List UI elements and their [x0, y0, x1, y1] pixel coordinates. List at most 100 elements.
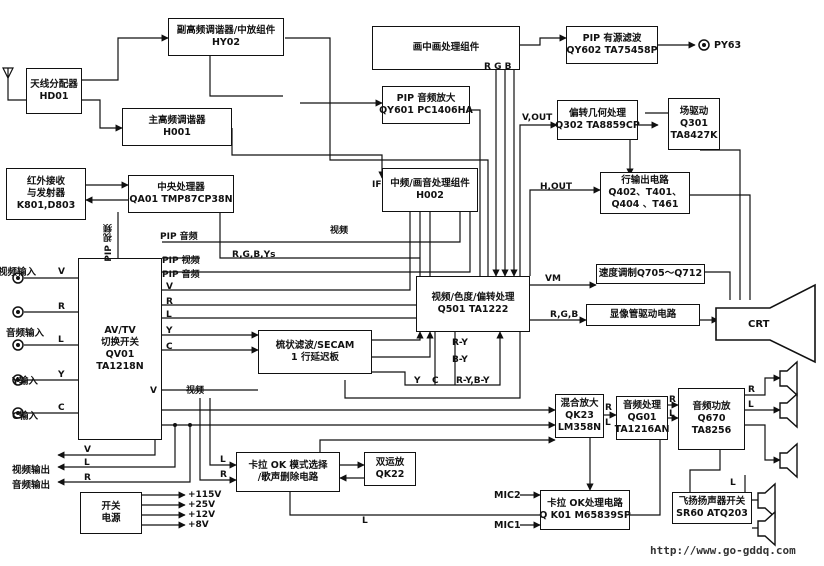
io-c-in: C输入	[12, 411, 38, 422]
power-rail-8v: +8V	[188, 520, 209, 530]
block-code: HD01	[39, 91, 69, 102]
block-field-drive: 场驱动 Q301 TA8427K	[668, 98, 720, 150]
watermark-url: http://www.go-gddq.com	[650, 544, 796, 557]
sig-video2: 视频	[186, 386, 205, 396]
block-code: Q K01 M65839SP	[539, 510, 631, 521]
block-name: 显像管驱动电路	[609, 309, 677, 320]
block-code: H001	[163, 127, 191, 138]
block-antenna-splitter: 天线分配器 HD01	[26, 68, 82, 114]
block-code: TA8427K	[670, 130, 718, 141]
block-code: Q501 TA1222	[437, 304, 509, 315]
block-av-switch: AV/TV 切换开关 QV01 TA1218N	[78, 258, 162, 440]
block-pip-audio-amp: PIP 音频放大 QY601 PC1406HA	[379, 86, 473, 124]
io-mic1: MIC1	[494, 520, 521, 531]
block-pip-processor: 画中画处理组件	[372, 26, 520, 70]
speaker-icon-3	[779, 442, 798, 479]
block-name: 开关	[101, 501, 121, 512]
crt-label: CRT	[748, 319, 770, 330]
block-speaker-switch: 飞扬扬声器开关 SR60 ATQ203	[672, 492, 752, 524]
block-code: TA1216AN	[614, 424, 670, 435]
io-mic2: MIC2	[494, 490, 521, 501]
block-karaoke-mode-select: 卡拉 OK 模式选择 /歌声删除电路	[236, 452, 340, 492]
sig-l-mix: L	[605, 418, 611, 428]
speaker-icon-1	[779, 360, 798, 397]
sig-rgb-crt: R,G,B	[550, 310, 579, 320]
block-power-supply: 开关 电源	[80, 492, 142, 534]
sig-rgbys: R,G,B,Ys	[232, 250, 276, 260]
sig-r-amp: R	[748, 385, 755, 395]
io-y-in: Y输入	[12, 376, 38, 387]
block-name: 混合放大	[560, 398, 599, 409]
antenna-icon	[2, 67, 14, 80]
sig-pip-video: PIP 视频	[162, 256, 200, 266]
block-code: QG01	[627, 412, 657, 423]
sig-v-out: V,OUT	[522, 113, 553, 123]
sig-r-in: R	[58, 302, 65, 312]
block-name: 天线分配器	[30, 79, 78, 90]
sig-v-mid: V	[150, 386, 157, 396]
block-audio-processor: 音频处理 QG01 TA1216AN	[614, 396, 670, 440]
block-code: QA01 TMP87CP38N	[129, 194, 233, 205]
sig-if: IF	[372, 180, 382, 190]
block-name: 音频处理	[622, 400, 661, 411]
block-sub-tuner: 副高频调谐器/中放组件 HY02	[168, 18, 284, 56]
sig-l-out1: L	[166, 310, 172, 320]
block-mix-amp: 混合放大 QK23 LM358N	[555, 394, 604, 438]
sig-vm: VM	[545, 274, 561, 284]
sig-l-kara: L	[220, 455, 226, 465]
sig-c2: C	[432, 376, 439, 386]
block-name: /歌声删除电路	[257, 472, 319, 483]
speaker-icon-2	[779, 392, 798, 429]
sig-pip-video-vert: PIP 视频	[104, 224, 114, 262]
block-code: QK23	[565, 410, 594, 421]
block-code: H002	[416, 190, 444, 201]
sig-l-amp: L	[748, 400, 754, 410]
block-code: LM358N	[557, 422, 602, 433]
io-py63: PY63	[714, 40, 742, 51]
block-pip-filter: PIP 有源滤波 QY602 TA75458P	[566, 26, 658, 64]
sig-l-bottom: L	[362, 516, 368, 526]
block-name: 红外接收	[26, 176, 65, 187]
block-code: K801,D803	[16, 200, 76, 211]
block-code: QK22	[375, 469, 405, 480]
sig-y2: Y	[414, 376, 421, 386]
io-video-in: 视频输入	[0, 267, 37, 278]
sig-b-y: B-Y	[452, 355, 468, 365]
sig-y-out1: Y	[166, 326, 173, 336]
block-name: 卡拉 OK 模式选择	[248, 460, 328, 471]
block-code: QY602 TA75458P	[566, 45, 658, 56]
block-name: 副高频调谐器/中放组件	[176, 25, 276, 36]
sig-pip-audio: PIP 音频	[160, 232, 198, 242]
block-name: 主高频调谐器	[148, 115, 206, 126]
block-name: 场驱动	[679, 106, 709, 117]
sig-l-sw: L	[730, 478, 736, 488]
sig-rgb-top: R G B	[484, 62, 512, 72]
block-karaoke-processor: 卡拉 OK处理电路 Q K01 M65839SP	[539, 490, 631, 530]
block-video-processor: 视频/色度/偏转处理 Q501 TA1222	[416, 276, 530, 332]
block-name: 行输出电路	[621, 175, 669, 186]
block-name: 速度调制Q705～Q712	[598, 268, 703, 279]
block-horizontal-output: 行输出电路 Q402、T401、 Q404 、T461	[600, 172, 690, 214]
sig-h-out: H,OUT	[540, 182, 573, 192]
block-code: Q402、T401、	[608, 187, 682, 198]
block-name: 双运放	[375, 457, 405, 468]
block-ir-transceiver: 红外接收 与发射器 K801,D803	[6, 168, 86, 220]
sig-c-in: C	[58, 403, 65, 413]
sig-r-kara: R	[220, 470, 227, 480]
block-name: 与发射器	[26, 188, 65, 199]
block-if-sound: 中频/画音处理组件 H002	[382, 168, 478, 212]
block-name: 偏转几何处理	[568, 108, 626, 119]
block-name: 画中画处理组件	[412, 42, 480, 53]
sig-ry-by: R-Y,B-Y	[456, 376, 490, 386]
io-video-out: 视频输出	[12, 465, 51, 476]
sig-c-out1: C	[166, 342, 173, 352]
sig-r-proc: R	[669, 395, 676, 405]
sig-v-out2: V	[84, 445, 91, 455]
sig-pip-audio2: PIP 音频	[162, 270, 200, 280]
block-name: 电源	[101, 513, 121, 524]
sig-l-proc: L	[669, 409, 675, 419]
block-code: Q301	[680, 118, 708, 129]
block-cpu: 中央处理器 QA01 TMP87CP38N	[128, 175, 234, 213]
block-name: 飞扬扬声器开关	[678, 496, 746, 507]
